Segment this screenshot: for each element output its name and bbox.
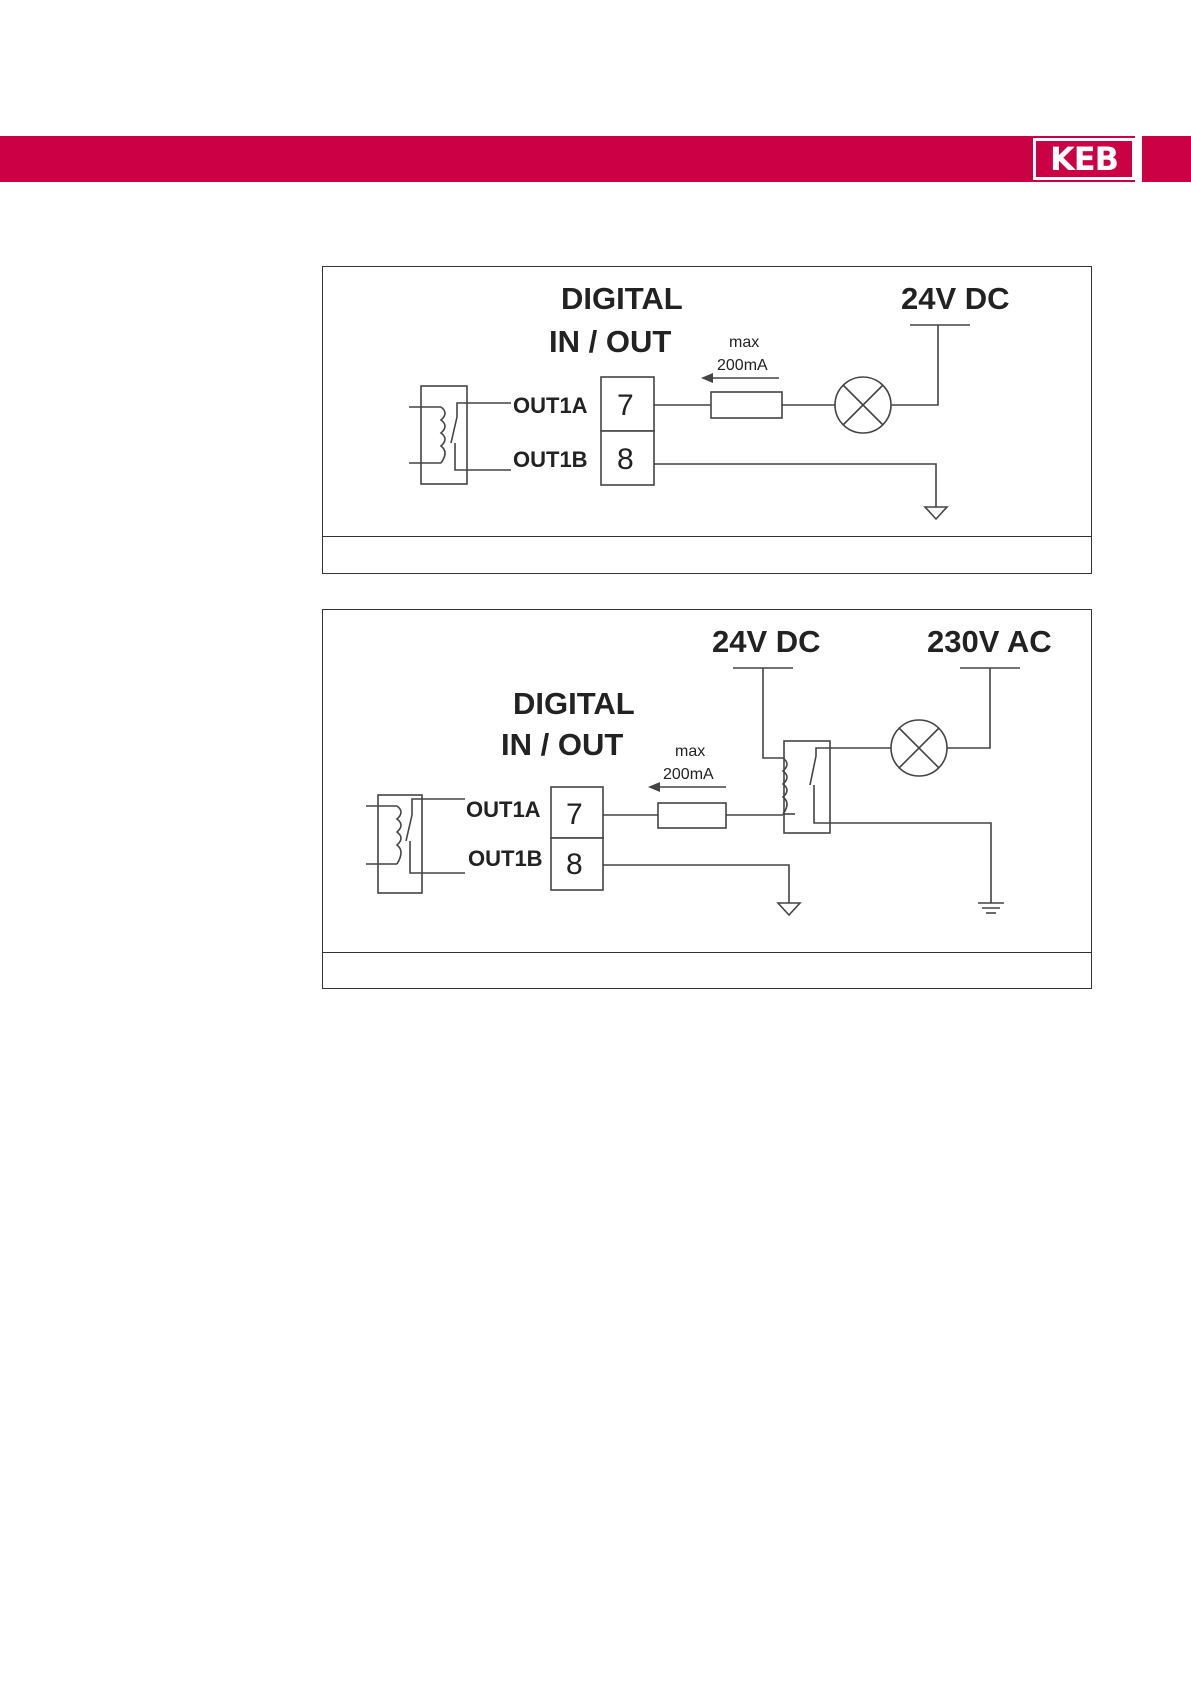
resistor-icon bbox=[711, 392, 782, 418]
current-value-label: 200mA bbox=[717, 357, 768, 374]
current-max-label: max bbox=[675, 743, 705, 760]
header-divider bbox=[1135, 136, 1142, 182]
wire-8 bbox=[654, 464, 936, 507]
current-arrow-icon bbox=[701, 373, 779, 383]
terminal-8: 8 bbox=[566, 848, 583, 881]
wiring-diagram-relay: 24V DC 230V AC DIGITAL IN / OUT max 200m… bbox=[322, 609, 1092, 989]
keb-logo: KEB bbox=[1033, 138, 1135, 180]
wire-lamp-supply bbox=[891, 325, 938, 405]
title-line1: DIGITAL bbox=[561, 281, 683, 316]
internal-relay-icon bbox=[366, 795, 465, 893]
logo-text: KEB bbox=[1036, 141, 1132, 177]
title-line2: IN / OUT bbox=[501, 727, 623, 762]
pin-out1b-label: OUT1B bbox=[468, 846, 543, 871]
internal-relay-icon bbox=[409, 386, 511, 484]
wire-8 bbox=[603, 865, 789, 903]
ground-icon bbox=[778, 903, 800, 915]
wiring-diagram-lamp: DIGITAL IN / OUT 24V DC max 200mA OUT1A … bbox=[322, 266, 1092, 574]
current-arrow-icon bbox=[648, 782, 726, 792]
figure-caption bbox=[323, 952, 1091, 988]
terminal-8: 8 bbox=[617, 443, 634, 476]
ground-icon bbox=[925, 507, 947, 519]
diagram-1-svg: DIGITAL IN / OUT 24V DC max 200mA OUT1A … bbox=[323, 267, 1093, 537]
title-line1: DIGITAL bbox=[513, 686, 635, 721]
coupling-relay-icon bbox=[763, 668, 991, 903]
terminal-7: 7 bbox=[566, 798, 583, 831]
pin-out1a-label: OUT1A bbox=[513, 393, 588, 418]
supply-label: 24V DC bbox=[712, 624, 821, 659]
lamp-icon bbox=[891, 720, 947, 776]
figure-caption bbox=[323, 536, 1091, 573]
terminal-7: 7 bbox=[617, 389, 634, 422]
lamp-icon bbox=[835, 377, 891, 433]
pin-out1a-label: OUT1A bbox=[466, 797, 541, 822]
current-max-label: max bbox=[729, 334, 759, 351]
ac-supply-label: 230V AC bbox=[927, 624, 1052, 659]
earth-ground-icon bbox=[978, 903, 1004, 913]
pin-out1b-label: OUT1B bbox=[513, 447, 588, 472]
title-line2: IN / OUT bbox=[549, 324, 671, 359]
current-value-label: 200mA bbox=[663, 766, 714, 783]
wire-lamp-ac bbox=[947, 668, 990, 748]
wire-24v-coil bbox=[763, 668, 783, 758]
resistor-icon bbox=[658, 803, 726, 828]
supply-label: 24V DC bbox=[901, 281, 1010, 316]
header-bar bbox=[0, 136, 1191, 182]
diagram-2-svg: 24V DC 230V AC DIGITAL IN / OUT max 200m… bbox=[323, 610, 1093, 955]
